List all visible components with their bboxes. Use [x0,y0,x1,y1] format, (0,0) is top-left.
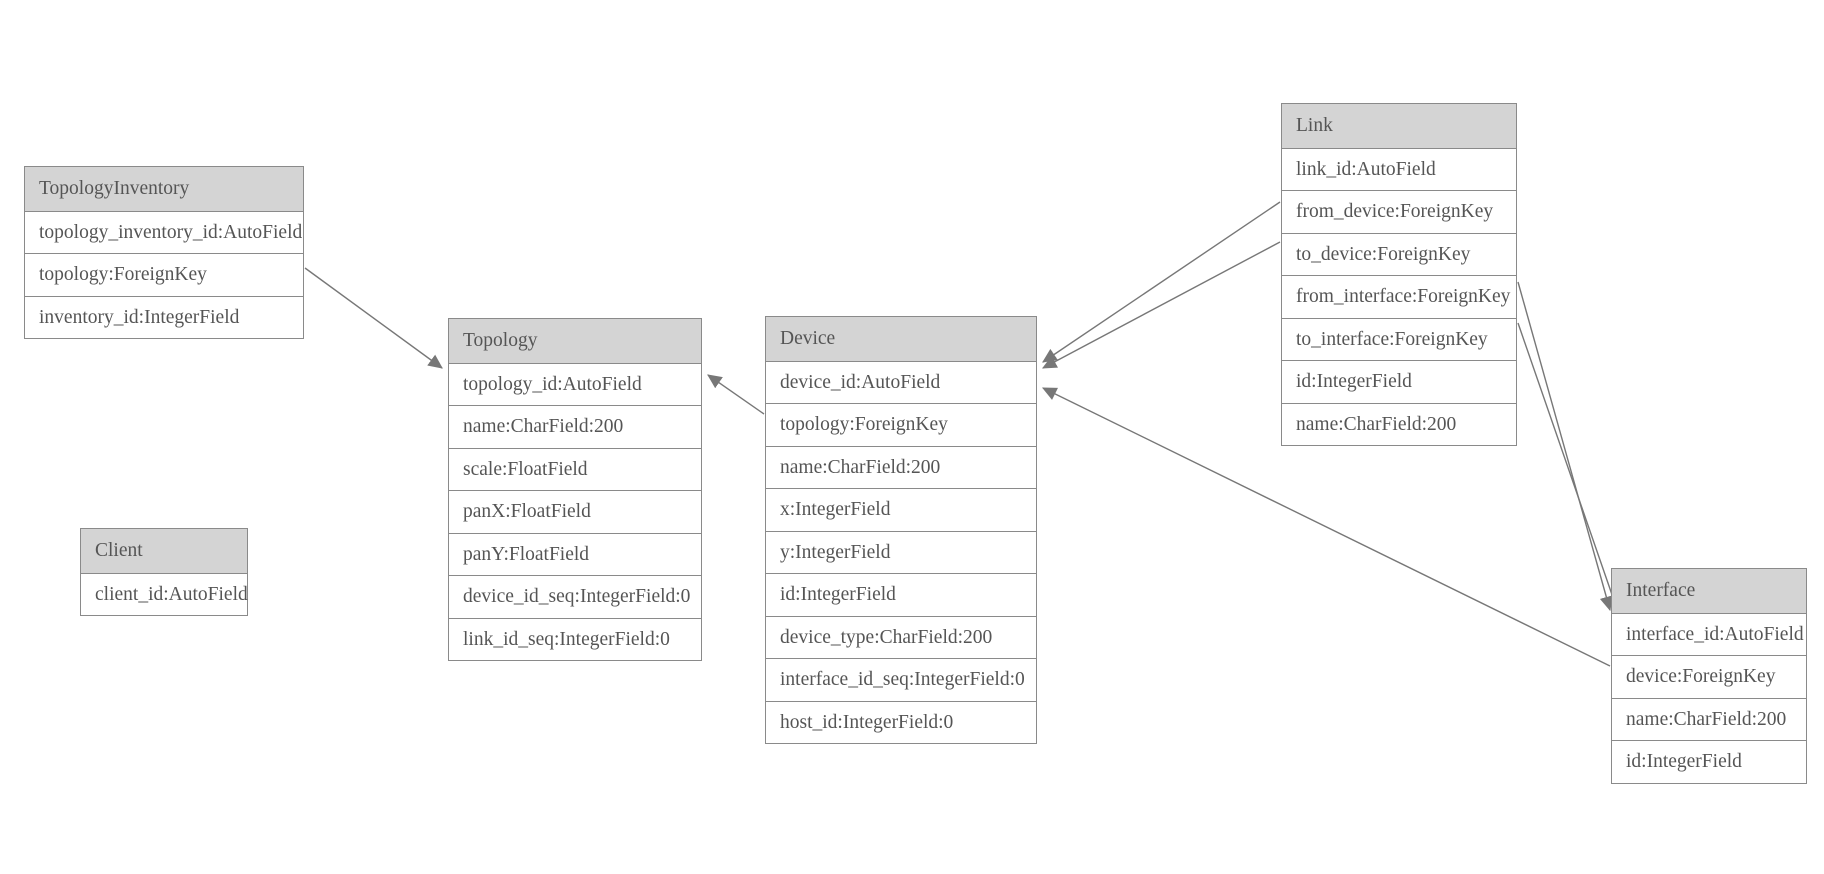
relationship-edge [1042,241,1281,369]
entity-field[interactable]: link_id:AutoField [1282,148,1516,191]
entity-field[interactable]: topology:ForeignKey [766,404,1036,447]
entity-field[interactable]: topology:ForeignKey [25,254,303,297]
entity-field[interactable]: to_device:ForeignKey [1282,233,1516,276]
entity-title: Client [81,529,247,574]
entity-field[interactable]: from_interface:ForeignKey [1282,276,1516,319]
relationship-edge [1517,281,1613,612]
entity-field[interactable]: y:IntegerField [766,531,1036,574]
entity-field[interactable]: name:CharField:200 [449,406,701,449]
entity-title: Topology [449,319,701,364]
entity-field[interactable]: panX:FloatField [449,491,701,534]
entity-field[interactable]: device:ForeignKey [1612,656,1806,699]
entity-field[interactable]: topology_inventory_id:AutoField [25,211,303,254]
entity-title: Interface [1612,569,1806,614]
entity-field[interactable]: device_id:AutoField [766,361,1036,404]
entity-field[interactable]: from_device:ForeignKey [1282,191,1516,234]
entity-field[interactable]: topology_id:AutoField [449,363,701,406]
relationship-edge [1042,201,1281,363]
entity-field[interactable]: panY:FloatField [449,533,701,576]
entity-field[interactable]: host_id:IntegerField:0 [766,701,1036,743]
entity-field[interactable]: to_interface:ForeignKey [1282,318,1516,361]
entity-field[interactable]: interface_id_seq:IntegerField:0 [766,659,1036,702]
entity-field[interactable]: inventory_id:IntegerField [25,296,303,338]
entity-field[interactable]: id:IntegerField [1282,361,1516,404]
entity-field[interactable]: id:IntegerField [766,574,1036,617]
entity-title: Device [766,317,1036,362]
entity-field[interactable]: interface_id:AutoField [1612,613,1806,656]
entity-field[interactable]: id:IntegerField [1612,741,1806,783]
entity-title: Link [1282,104,1516,149]
relationship-edge [707,374,765,415]
entity-field[interactable]: device_id_seq:IntegerField:0 [449,576,701,619]
entity-field[interactable]: name:CharField:200 [766,446,1036,489]
entity-field[interactable]: link_id_seq:IntegerField:0 [449,618,701,660]
entity-field[interactable]: x:IntegerField [766,489,1036,532]
relationship-edge [1517,322,1620,614]
entity-field[interactable]: client_id:AutoField [81,573,248,615]
entity-field[interactable]: scale:FloatField [449,448,701,491]
entity-field[interactable]: device_type:CharField:200 [766,616,1036,659]
entity-field[interactable]: name:CharField:200 [1612,698,1806,741]
entity-title: TopologyInventory [25,167,303,212]
entity-field[interactable]: name:CharField:200 [1282,403,1516,445]
relationship-edge [304,267,443,369]
